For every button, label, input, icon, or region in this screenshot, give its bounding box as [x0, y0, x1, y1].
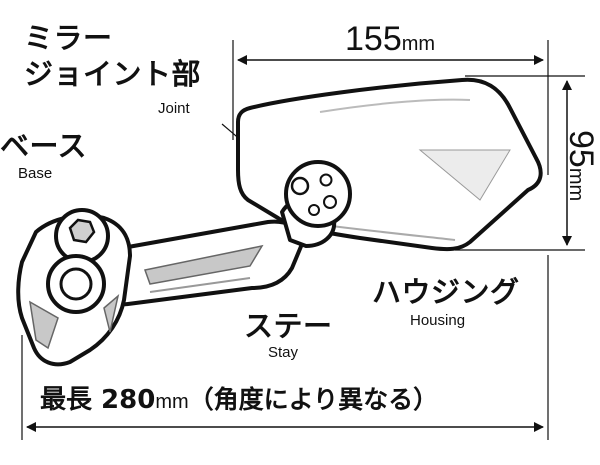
height-dimension-text: 95mm — [562, 130, 600, 202]
height-dimension — [455, 75, 585, 251]
total-prefix: 最長 280 — [40, 385, 156, 415]
joint-ball — [284, 160, 352, 228]
stay-label: ステー — [244, 309, 333, 343]
width-dimension-text: 155mm — [345, 22, 435, 56]
total-unit: mm — [155, 391, 189, 413]
stay-en-label: Stay — [268, 344, 299, 361]
mirror-joint-label-line2: ジョイント部 — [24, 57, 202, 91]
total-note: （角度により異なる） — [188, 385, 439, 414]
height-value: 95 — [562, 130, 600, 168]
height-unit: mm — [565, 167, 587, 202]
housing-en-label: Housing — [410, 312, 466, 329]
base-en-label: Base — [18, 165, 53, 182]
total-dimension-text: 最長 280mm（角度により異なる） — [40, 385, 438, 413]
base-label: ベース — [0, 129, 88, 163]
base-clamp — [16, 208, 132, 367]
joint-en-label: Joint — [158, 100, 190, 117]
width-dimension — [232, 40, 549, 175]
width-unit: mm — [401, 33, 436, 55]
stay-arm — [96, 219, 304, 307]
total-dimension — [21, 255, 549, 440]
housing-label: ハウジング — [372, 275, 520, 309]
mirror-joint-label-line1: ミラー — [24, 21, 113, 55]
width-value: 155 — [345, 20, 402, 58]
